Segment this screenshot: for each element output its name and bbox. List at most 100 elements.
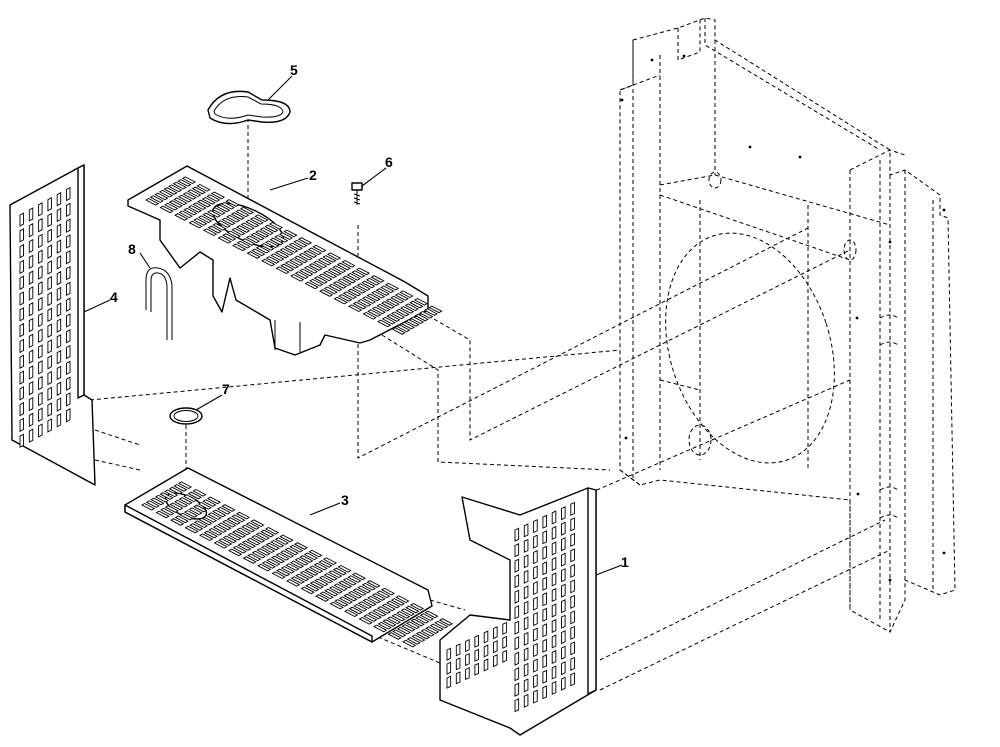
grille-slot (141, 502, 156, 511)
grille-slot (381, 316, 396, 325)
grille-slot (173, 499, 189, 508)
grille-slot (242, 556, 257, 564)
grille-slot (270, 555, 286, 564)
grille-slot (164, 489, 179, 498)
grille-slot (38, 202, 43, 217)
grille-slot (401, 624, 416, 632)
grille-slot (342, 577, 357, 586)
grille-slot (283, 229, 298, 238)
grille-slot (356, 283, 371, 291)
grille-slot (542, 623, 547, 638)
grille-slot (413, 297, 429, 306)
grille-slot (385, 298, 400, 307)
grille-slot (314, 578, 329, 587)
grille-slot (551, 618, 557, 634)
grille-slot (396, 626, 411, 635)
grille-slot (561, 568, 566, 583)
grille-slot (561, 645, 566, 660)
grille-slot (561, 614, 566, 629)
grille-slot (424, 610, 439, 619)
grille-slot (570, 656, 575, 671)
grille-slot (183, 510, 199, 518)
grille-slot (474, 662, 479, 676)
grille-slot (172, 181, 187, 190)
grille-slot (299, 268, 314, 277)
callout-6: 6 (385, 154, 393, 170)
grille-slot (551, 572, 557, 587)
grille-slot (514, 667, 520, 682)
grille-slot (514, 543, 520, 558)
grille-slot (313, 276, 328, 284)
grille-slot (278, 232, 293, 240)
grille-slot (542, 638, 547, 653)
grille-slot (446, 661, 452, 675)
grille-slot (206, 209, 222, 218)
grille-slot (319, 289, 334, 297)
grille-slot (218, 538, 233, 546)
grille-slot (542, 561, 547, 576)
grille-slot (338, 596, 353, 605)
grille-slot (183, 207, 198, 216)
grille-slot (542, 514, 547, 529)
grille-slot (66, 218, 71, 233)
radiator-frame-assembly (619, 17, 956, 633)
grille-slot (28, 254, 34, 270)
grille-slot (324, 588, 339, 597)
grille-slot (523, 600, 529, 615)
grille-slot (561, 537, 566, 552)
part-6-bolt (351, 182, 363, 205)
grille-slot (312, 244, 327, 253)
grille-slot (455, 643, 461, 657)
grille-slot (373, 624, 388, 633)
grille-slot (159, 205, 174, 214)
grille-slot (158, 189, 174, 198)
grille-slot (245, 522, 260, 530)
grille-slot (47, 212, 52, 228)
grille-slot (366, 580, 381, 588)
grille-slot (28, 412, 34, 428)
grille-slot (346, 272, 361, 281)
grille-slot (241, 238, 256, 246)
grille-slot (257, 563, 272, 572)
grille-slot (56, 334, 62, 349)
grille-slot (337, 564, 352, 573)
grille-slot (405, 621, 421, 630)
grille-slot (216, 204, 231, 213)
grille-slot (322, 557, 338, 566)
grille-slot (191, 186, 206, 195)
grille-slot (322, 255, 337, 263)
grille-slot (285, 563, 300, 571)
grille-slot (483, 630, 489, 644)
grille-slot (322, 270, 338, 279)
grille-slot (47, 402, 52, 417)
grille-slot (337, 278, 352, 287)
grille-slot (415, 615, 430, 624)
grille-slot (514, 636, 520, 651)
grille-slot (66, 297, 71, 312)
grille-slot (19, 259, 24, 275)
grille-slot (570, 563, 575, 578)
grille-slot (533, 643, 538, 658)
grille-slot (328, 283, 343, 292)
grille-slot (318, 575, 334, 584)
grille-slot (187, 491, 202, 500)
grille-slot (217, 235, 232, 244)
grille-slot (145, 197, 160, 206)
grille-slot (342, 275, 357, 284)
grille-slot (169, 502, 184, 511)
grille-slot (400, 306, 415, 314)
grille-slot (367, 611, 382, 620)
grille-slot (561, 676, 566, 691)
grille-slot (56, 286, 62, 302)
grille-slot (523, 523, 529, 538)
grille-slot (177, 481, 193, 490)
part-1-right-side-grille (439, 487, 597, 736)
grille-slot (357, 585, 372, 594)
grille-slot (222, 233, 237, 241)
grille-slot (276, 568, 291, 577)
grille-slot (261, 561, 276, 569)
grille-slot (523, 585, 529, 600)
grille-slot (208, 527, 223, 536)
part-4-left-side-grille (9, 164, 96, 486)
grille-slot (523, 569, 529, 584)
